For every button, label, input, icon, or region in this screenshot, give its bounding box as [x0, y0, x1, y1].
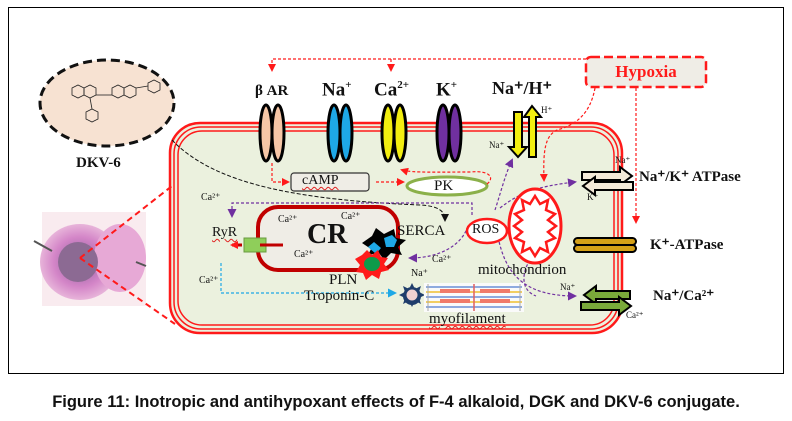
ca-to-troponin-arrow [220, 263, 397, 298]
na-ca-exchanger-label: Na⁺/Ca²⁺ [653, 288, 715, 304]
mitochondrion-organelle [507, 187, 563, 265]
na-ion-mid: Na⁺ [411, 268, 428, 279]
heart-tissue-photo [33, 212, 147, 306]
beta-ar-label: β AR [255, 83, 289, 99]
na-ca-exchanger [580, 284, 633, 317]
pln-protein [355, 250, 389, 280]
camp-box [290, 172, 370, 192]
cr-label: CR [307, 219, 348, 250]
ros-label: ROS [472, 222, 500, 237]
serca-label: SERCA [397, 223, 446, 239]
compound-label: DKV-6 [76, 155, 121, 171]
ros-ellipse [465, 217, 509, 245]
k-ion-nka-label: K⁺ [587, 192, 599, 202]
mitochondrion-label: mitochondrion [478, 262, 567, 278]
ca-ion-cr-2: Ca²⁺ [341, 211, 361, 222]
na-ion-nka-label: Na⁺ [615, 155, 631, 165]
ca-ion-cr-1: Ca²⁺ [278, 214, 298, 225]
na-k-atpase [581, 165, 634, 197]
ca-ion-left: Ca²⁺ [199, 275, 219, 286]
k-channel-label: K+ [436, 79, 458, 101]
hypoxia-label: Hypoxia [615, 62, 677, 81]
camp-cascade-arrows [271, 163, 492, 186]
pk-ellipse [405, 175, 489, 197]
troponin-c-icon [399, 283, 425, 307]
myofilament-label: myofilament [429, 311, 506, 327]
pk-label: PK [434, 178, 454, 194]
figure-caption: Figure 11: Inotropic and antihypoxant ef… [52, 393, 740, 411]
k-atpase [573, 237, 637, 253]
na-h-exchanger [506, 104, 544, 159]
ca-ion-cr-3: Ca²⁺ [294, 249, 314, 260]
pln-label: PLN [329, 272, 358, 288]
h-ion-label: H⁺ [541, 105, 553, 115]
na-h-exchanger-label: Na⁺/H⁺ [492, 78, 553, 98]
troponin-c-label: Troponin-C [304, 288, 375, 304]
hypoxia-box [584, 55, 708, 89]
ca-ion-top-left: Ca²⁺ [201, 192, 221, 203]
na-k-atpase-label: Na⁺/K⁺ ATPase [639, 169, 741, 185]
na-channel [326, 103, 354, 163]
beta-ar-receptor [258, 103, 286, 163]
myofilament-icon [424, 283, 524, 312]
k-atpase-label: K⁺-ATPase [650, 237, 724, 253]
ca-ion-ncx-label: Ca²⁺ [626, 310, 644, 320]
na-ion-ncx-label: Na⁺ [560, 282, 576, 292]
ca-ion-serca: Ca²⁺ [432, 254, 452, 265]
hypoxia-arrows [268, 58, 640, 224]
ca-channel [380, 103, 408, 163]
na-channel-label: Na+ [322, 79, 352, 101]
ryr-channel [230, 237, 283, 253]
k-channel [435, 103, 463, 163]
ryr-label: RyR [212, 225, 238, 240]
chemical-structure-icon [38, 58, 176, 148]
camp-label: cAMP [302, 173, 339, 188]
dkv6-to-serca-arrow [171, 139, 449, 222]
na-ion-nh-label: Na⁺ [489, 140, 505, 150]
ca-channel-label: Ca2+ [374, 79, 410, 101]
